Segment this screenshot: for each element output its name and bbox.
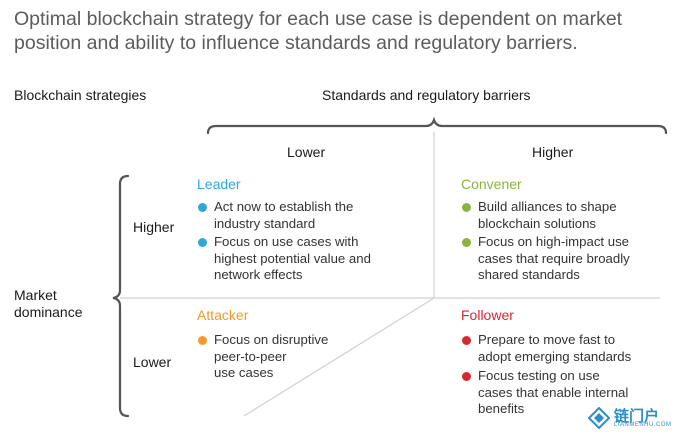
bullet-dot [462, 336, 471, 345]
blockchain-strategies-label: Blockchain strategies [14, 87, 147, 103]
quadrant-title-follower: Follower [461, 307, 514, 323]
quadrant-title-convener: Convener [461, 176, 522, 192]
row-header-higher: Higher [133, 219, 175, 235]
attacker-bullet-1: Focus on disruptive peer-to-peer use cas… [198, 332, 398, 382]
standards-barriers-label: Standards and regulatory barriers [322, 87, 531, 103]
market-dominance-label-line1: Market [14, 287, 57, 303]
follower-bullet-2: Focus testing on use cases that enable i… [462, 368, 672, 418]
bullet-dot [198, 203, 207, 212]
convener-bullet-2: Focus on high-impact use cases that requ… [462, 234, 672, 284]
quadrant-title-leader: Leader [197, 176, 241, 192]
bullet-dot [198, 336, 207, 345]
bullet-dot [462, 238, 471, 247]
row-header-lower: Lower [133, 354, 172, 370]
diamond-logo-icon [588, 407, 610, 429]
leader-bullet-2: Focus on use cases with highest potentia… [198, 234, 428, 284]
page-title: Optimal blockchain strategy for each use… [14, 8, 623, 54]
follower-bullet-1: Prepare to move fast to adopt emerging s… [462, 332, 672, 365]
quadrant-title-attacker: Attacker [197, 307, 249, 323]
convener-bullet-1: Build alliances to shape blockchain solu… [462, 199, 672, 232]
bullet-dot [462, 203, 471, 212]
bullet-dot [462, 372, 471, 381]
diagonal-line [243, 297, 435, 417]
column-header-higher: Higher [532, 144, 574, 160]
watermark-text: 链门户 [614, 408, 660, 425]
watermark-logo: 链门户 LIANMENHU.COM [588, 405, 672, 431]
leader-bullet-1: Act now to establish the industry standa… [198, 199, 428, 232]
top-brace [206, 116, 668, 135]
bullet-dot [198, 238, 207, 247]
market-dominance-label-line2: dominance [14, 304, 83, 320]
watermark-subtext: LIANMENHU.COM [614, 422, 672, 428]
left-brace [112, 174, 130, 418]
column-header-lower: Lower [287, 144, 326, 160]
